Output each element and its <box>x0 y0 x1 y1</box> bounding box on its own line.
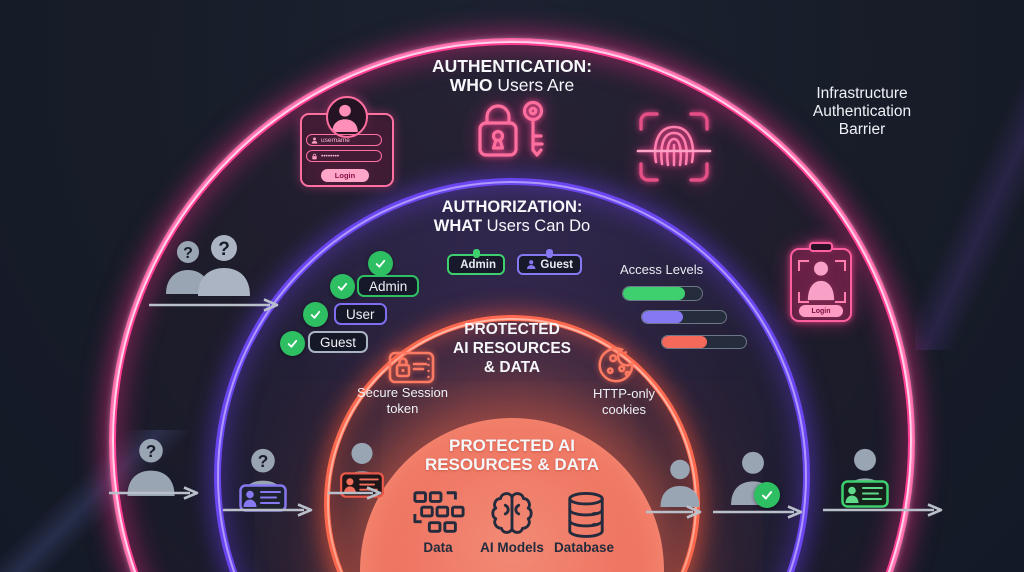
authentication-heading: AUTHENTICATION: WHO Users Are <box>312 57 712 95</box>
password-field[interactable]: •••••••• <box>306 150 382 162</box>
username-field[interactable]: username <box>306 134 382 146</box>
cookie-icon <box>593 340 639 391</box>
http-only-cookies-label: HTTP-only cookies <box>572 386 676 417</box>
data-label: Data <box>423 540 453 555</box>
core-line-1: PROTECTED AI <box>449 436 575 455</box>
purple-id-card-icon <box>239 484 287 512</box>
protected-ring-heading: PROTECTED AI RESOURCES & DATA <box>412 320 612 377</box>
frame-bracket <box>798 292 809 303</box>
unknown-users-icon: ? ? <box>158 234 262 305</box>
user-avatar-icon <box>326 96 368 138</box>
lock-and-key-icon <box>472 98 552 167</box>
person-icon <box>311 137 318 144</box>
role-admin-label: Admin <box>357 275 420 297</box>
person-icon <box>807 261 835 301</box>
infrastructure-barrier-label: Infrastructure Authentication Barrier <box>768 85 956 139</box>
badge-clip <box>546 249 553 258</box>
protected-line-1: PROTECTED <box>464 321 560 338</box>
bar-fill <box>623 287 685 300</box>
id-badge-icon: Login <box>790 242 852 322</box>
check-icon <box>368 251 393 276</box>
guest-badge-label: Guest <box>540 258 573 271</box>
svg-text:?: ? <box>183 245 193 262</box>
authorization-heading: AUTHORIZATION: WHAT Users Can Do <box>362 198 662 235</box>
password-value: •••••••• <box>321 152 340 160</box>
id-badge-clip <box>809 242 833 252</box>
user-with-green-id-card-icon <box>838 444 892 511</box>
authentication-subtitle: WHO Users Are <box>449 75 575 95</box>
access-level-bar-admin <box>622 286 703 301</box>
bar-fill <box>662 336 707 348</box>
secure-session-token-icon <box>388 349 436 390</box>
arrow-icon <box>645 505 703 524</box>
access-levels-title: Access Levels <box>620 262 704 277</box>
infra-line-2: Authentication <box>812 103 912 120</box>
ai-models-icon <box>489 488 535 541</box>
person-icon <box>526 260 536 270</box>
role-user-label: User <box>334 303 387 325</box>
id-badge-login-button[interactable]: Login <box>799 305 843 317</box>
access-level-bar-user <box>641 310 727 324</box>
admin-badge: Admin <box>447 249 505 275</box>
green-id-card-icon <box>841 480 889 508</box>
authorization-title: AUTHORIZATION: <box>441 198 583 216</box>
authentication-title: AUTHENTICATION: <box>431 56 593 76</box>
username-value: username <box>321 136 350 144</box>
login-form-icon: username •••••••• Login <box>298 96 394 188</box>
ai-models-label: AI Models <box>480 540 544 555</box>
role-guest-label: Guest <box>308 331 369 353</box>
user-with-id-card-icon: ? <box>234 446 292 513</box>
infra-line-3: Barrier <box>838 121 886 138</box>
fingerprint-scanner-icon <box>631 104 717 195</box>
guest-badge: Guest <box>517 249 582 275</box>
svg-text:?: ? <box>258 451 269 471</box>
check-icon <box>303 302 328 327</box>
core-line-2: RESOURCES & DATA <box>424 455 600 474</box>
token-line-2: token <box>386 400 419 416</box>
arrow-icon <box>822 503 944 522</box>
frame-bracket <box>835 260 846 271</box>
core-heading: PROTECTED AI RESOURCES & DATA <box>402 436 622 474</box>
check-icon <box>280 331 305 356</box>
arrow-icon <box>222 503 314 522</box>
data-icon <box>412 490 466 541</box>
cookies-line-2: cookies <box>601 401 647 417</box>
protected-line-2: AI RESOURCES <box>453 340 571 357</box>
cookies-line-1: HTTP-only <box>592 386 656 401</box>
database-icon <box>565 490 607 543</box>
login-button[interactable]: Login <box>321 169 369 182</box>
frame-bracket <box>798 260 809 271</box>
unknown-user-icon: ? <box>122 436 180 503</box>
arrow-icon <box>327 486 383 505</box>
arrow-icon <box>108 486 200 505</box>
database-label: Database <box>553 540 615 555</box>
authorization-subtitle: WHAT Users Can Do <box>433 216 591 235</box>
infra-line-1: Infrastructure <box>816 85 908 102</box>
bar-fill <box>642 311 684 323</box>
arrow-icon <box>712 505 804 524</box>
protected-line-3: & DATA <box>483 359 541 376</box>
user-silhouette-icon <box>656 456 704 515</box>
access-level-bar-guest <box>661 335 747 349</box>
arrow-icon <box>148 298 280 317</box>
svg-text:?: ? <box>146 441 157 461</box>
token-line-1: Secure Session <box>356 385 449 400</box>
admin-badge-label: Admin <box>460 258 496 271</box>
svg-text:?: ? <box>218 239 230 260</box>
badge-clip <box>472 249 480 258</box>
lock-icon <box>312 153 317 159</box>
frame-bracket <box>835 292 846 303</box>
user-with-id-card-icon <box>336 440 388 501</box>
check-icon <box>330 274 355 299</box>
check-icon <box>754 482 780 508</box>
secure-session-token-label: Secure Session token <box>350 385 455 416</box>
